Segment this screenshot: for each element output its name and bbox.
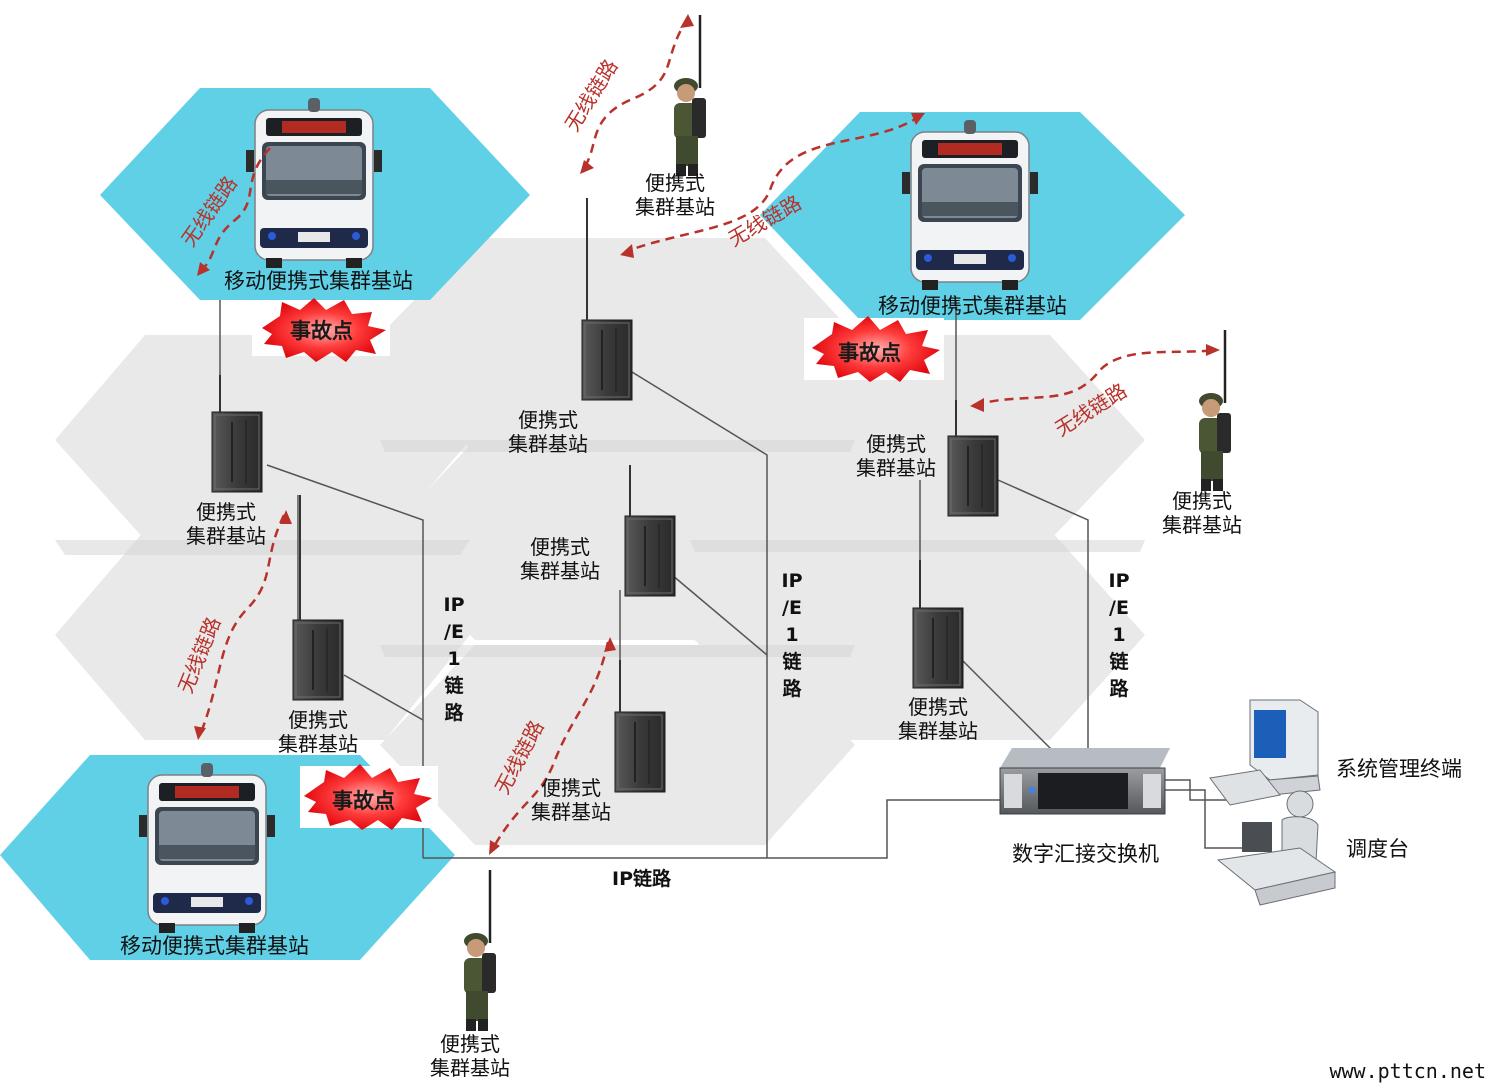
station-label: 便携式集群基站 [531,776,611,824]
station-label: 便携式集群基站 [1162,489,1242,537]
switch-icon [999,748,1170,815]
station-label: 便携式集群基站 [635,171,715,219]
accident-point-label: 事故点 [838,341,901,365]
ip-link-label: IP链路 [612,868,671,890]
station-label: 便携式集群基站 [430,1032,510,1080]
station-label: 便携式集群基站 [186,500,266,548]
system-terminal-label: 系统管理终端 [1336,757,1462,781]
dispatch-console-label: 调度台 [1346,837,1409,861]
digital-switch-label: 数字汇接交换机 [1012,842,1159,866]
station-label: 便携式集群基站 [278,708,358,756]
station-label: 便携式集群基站 [856,432,936,480]
operator-icon [1216,790,1337,906]
burst-icon [252,298,944,830]
computer-icon [1209,699,1321,806]
accident-point-label: 事故点 [290,319,353,343]
link-lines [219,200,1245,859]
accident-point-label: 事故点 [332,789,395,813]
station-label: 便携式集群基站 [520,535,600,583]
mobile-station-label: 移动便携式集群基站 [120,934,309,958]
watermark: www.pttcn.net [1329,1059,1486,1083]
station-label: 便携式集群基站 [508,408,588,456]
station-label: 便携式集群基站 [898,695,978,743]
mobile-station-label: 移动便携式集群基站 [878,294,1067,318]
mobile-station-label: 移动便携式集群基站 [224,269,413,293]
wireless-links [198,17,1216,851]
